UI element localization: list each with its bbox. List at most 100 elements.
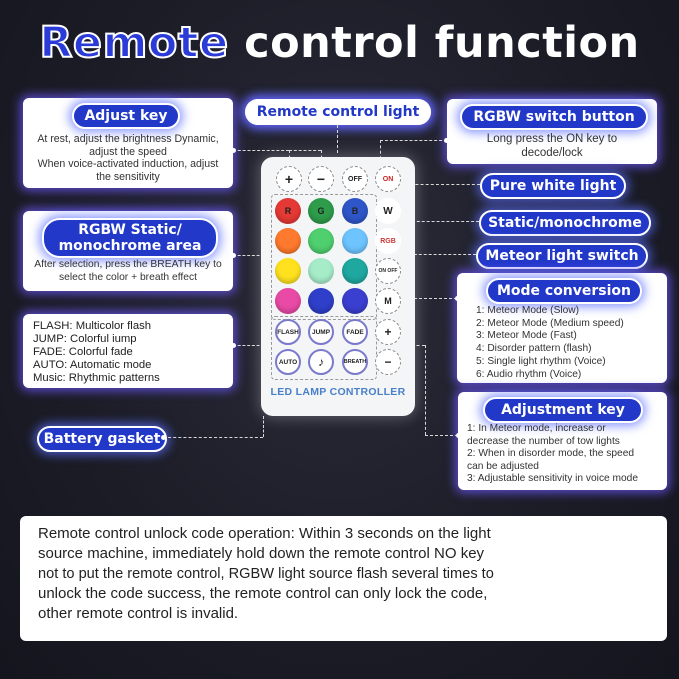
text-line: 3: Adjustable sensitivity in voice mode — [467, 473, 639, 484]
meteor-on-off-button[interactable]: ON OFF — [375, 258, 401, 284]
title-part-1: Remote — [38, 17, 229, 69]
connector-line — [404, 298, 457, 299]
adjust-minus-button[interactable]: − — [375, 349, 401, 375]
effect-area-frame — [271, 316, 377, 380]
connector-line — [233, 255, 269, 256]
text-line: JUMP: Colorful iump — [33, 333, 137, 345]
text-line: 2: Meteor Mode (Medium speed) — [476, 317, 624, 329]
connector-line — [163, 437, 263, 438]
rgbw-switch-label: RGBW switch button — [460, 104, 648, 130]
mode-conversion-text: 1: Meteor Mode (Slow) 2: Meteor Mode (Me… — [476, 305, 666, 381]
text-line: Long press the ON key to — [486, 133, 618, 145]
on-button[interactable]: ON — [375, 166, 401, 192]
text-line: unlock the code success, the remote cont… — [38, 585, 488, 602]
text-line: 1: Meteor Mode (Slow) — [476, 305, 580, 316]
fade-button[interactable]: FADE — [342, 319, 368, 345]
off-button[interactable]: OFF — [342, 166, 368, 192]
effects-box — [23, 314, 233, 388]
color-button-red[interactable]: R — [275, 198, 301, 224]
text-line: 4: Disorder pattern (flash) — [476, 343, 592, 355]
remote-brand: LED LAMP CONTROLLER — [270, 386, 406, 398]
music-button[interactable]: ♪ — [308, 349, 334, 375]
text-line: 2: When in disorder mode, the speed — [467, 448, 635, 459]
connector-line — [425, 435, 458, 436]
remote-control: + − OFF ON R G B W RGB ON OFF M FLASH JU… — [261, 157, 415, 416]
static-mono-label: Static/monochrome — [479, 210, 651, 236]
mode-conversion-label: Mode conversion — [486, 278, 642, 304]
text-line: When voice-activated induction, adjust — [37, 158, 219, 171]
adjustment-key-text: 1: In Meteor mode, increase or decrease … — [467, 423, 667, 486]
rgbw-static-text: After selection, press the BREATH key to… — [23, 259, 233, 284]
text-line: can be adjusted — [467, 460, 539, 472]
text-line: decrease the number of tow lights — [467, 435, 620, 447]
text-line: Remote control unlock code operation: Wi… — [38, 525, 491, 542]
meteor-switch-label: Meteor light switch — [476, 243, 648, 269]
color-button[interactable] — [308, 258, 334, 284]
color-button[interactable] — [342, 258, 368, 284]
breath-button[interactable]: BREATH — [342, 349, 368, 375]
text-line: decode/lock — [521, 147, 583, 159]
text-line: not to put the remote control, RGBW ligh… — [38, 566, 494, 582]
color-button-green[interactable]: G — [308, 198, 334, 224]
white-button[interactable]: W — [375, 198, 401, 224]
text-line: other remote control is invalid. — [38, 605, 239, 622]
remote-control-light-text: Remote control light — [245, 99, 431, 125]
color-button[interactable] — [308, 228, 334, 254]
mode-button[interactable]: M — [375, 288, 401, 314]
effects-text: FLASH: Multicolor flash JUMP: Colorful i… — [33, 320, 229, 385]
text-line: source machine, immediately hold down th… — [38, 545, 485, 562]
connector-dot — [444, 138, 449, 143]
color-button[interactable] — [275, 288, 301, 314]
connector-line — [263, 416, 264, 437]
page-title: Remote control function — [0, 17, 679, 69]
adjust-plus-button[interactable]: + — [375, 319, 401, 345]
battery-gasket-label: Battery gasket — [37, 426, 167, 452]
connector-line — [425, 345, 426, 435]
rgb-button[interactable]: RGB — [375, 228, 401, 254]
title-part-2: control function — [244, 18, 640, 68]
text-line: 5: Single light rhythm (Voice) — [476, 355, 606, 367]
connector-line — [402, 221, 479, 222]
color-button-blue[interactable]: B — [342, 198, 368, 224]
connector-dot — [161, 435, 166, 440]
text-line: adjust the speed — [89, 145, 167, 158]
adjust-key-label: Adjust key — [72, 103, 180, 129]
connector-line — [380, 140, 447, 141]
connector-dot — [231, 148, 236, 153]
connector-line — [404, 254, 476, 255]
text-line: Music: Rhythmic patterns — [33, 372, 160, 384]
pure-white-label: Pure white light — [480, 173, 626, 199]
unlock-text: Remote control unlock code operation: Wi… — [38, 524, 658, 624]
unlock-box — [20, 516, 667, 641]
connector-dot — [456, 433, 461, 438]
connector-line — [289, 150, 321, 151]
text-line: At rest, adjust the brightness Dynamic, — [37, 133, 219, 145]
flash-button[interactable]: FLASH — [275, 319, 301, 345]
connector-line — [400, 184, 480, 185]
text-line: FLASH: Multicolor flash — [33, 320, 152, 332]
connector-line — [337, 125, 338, 153]
connector-line — [233, 345, 269, 346]
connector-dot — [455, 296, 460, 301]
rgbw-switch-text: Long press the ON key to decode/lock — [447, 132, 657, 160]
plus-button[interactable]: + — [276, 166, 302, 192]
text-line: the sensitivity — [96, 170, 160, 183]
color-button[interactable] — [342, 228, 368, 254]
color-button[interactable] — [275, 258, 301, 284]
text-line: AUTO: Automatic mode — [33, 359, 152, 371]
color-button[interactable] — [308, 288, 334, 314]
adjustment-key-label: Adjustment key — [483, 397, 643, 423]
text-line: select the color + breath effect — [58, 271, 198, 283]
rgbw-static-label-line2: monochrome area — [58, 238, 202, 254]
rgbw-static-label-line1: RGBW Static/ — [78, 222, 182, 238]
color-button[interactable] — [342, 288, 368, 314]
rgbw-static-label: RGBW Static/ monochrome area — [42, 218, 218, 258]
jump-button[interactable]: JUMP — [308, 319, 334, 345]
minus-button[interactable]: − — [308, 166, 334, 192]
connector-dot — [231, 253, 236, 258]
auto-button[interactable]: AUTO — [275, 349, 301, 375]
adjust-key-text: At rest, adjust the brightness Dynamic, … — [24, 133, 232, 183]
color-button[interactable] — [275, 228, 301, 254]
text-line: After selection, press the BREATH key to — [34, 259, 222, 270]
connector-line — [380, 140, 381, 170]
